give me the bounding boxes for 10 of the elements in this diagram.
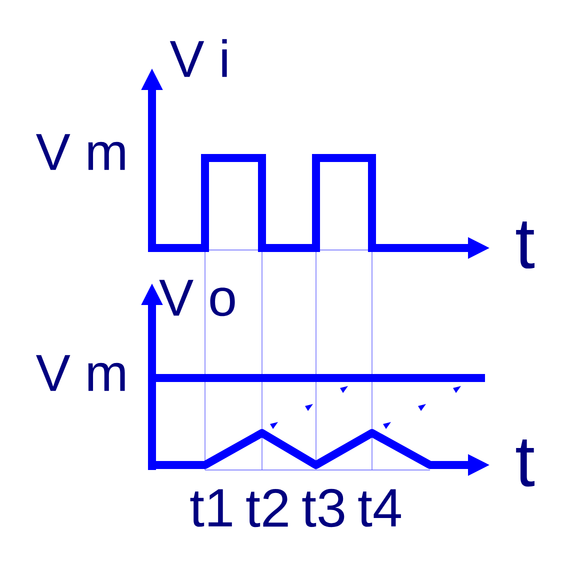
level-label: V m	[36, 134, 125, 170]
level-label: V m	[36, 355, 125, 391]
time-label: t1	[190, 489, 232, 527]
time-label: t4	[358, 489, 401, 527]
axis-label: t	[516, 439, 534, 487]
time-label: t2	[246, 488, 288, 528]
axis-label: V o	[159, 280, 235, 316]
time-label: t3	[302, 488, 344, 528]
axis-label: V i	[170, 39, 227, 77]
axis-label: t	[516, 221, 534, 269]
